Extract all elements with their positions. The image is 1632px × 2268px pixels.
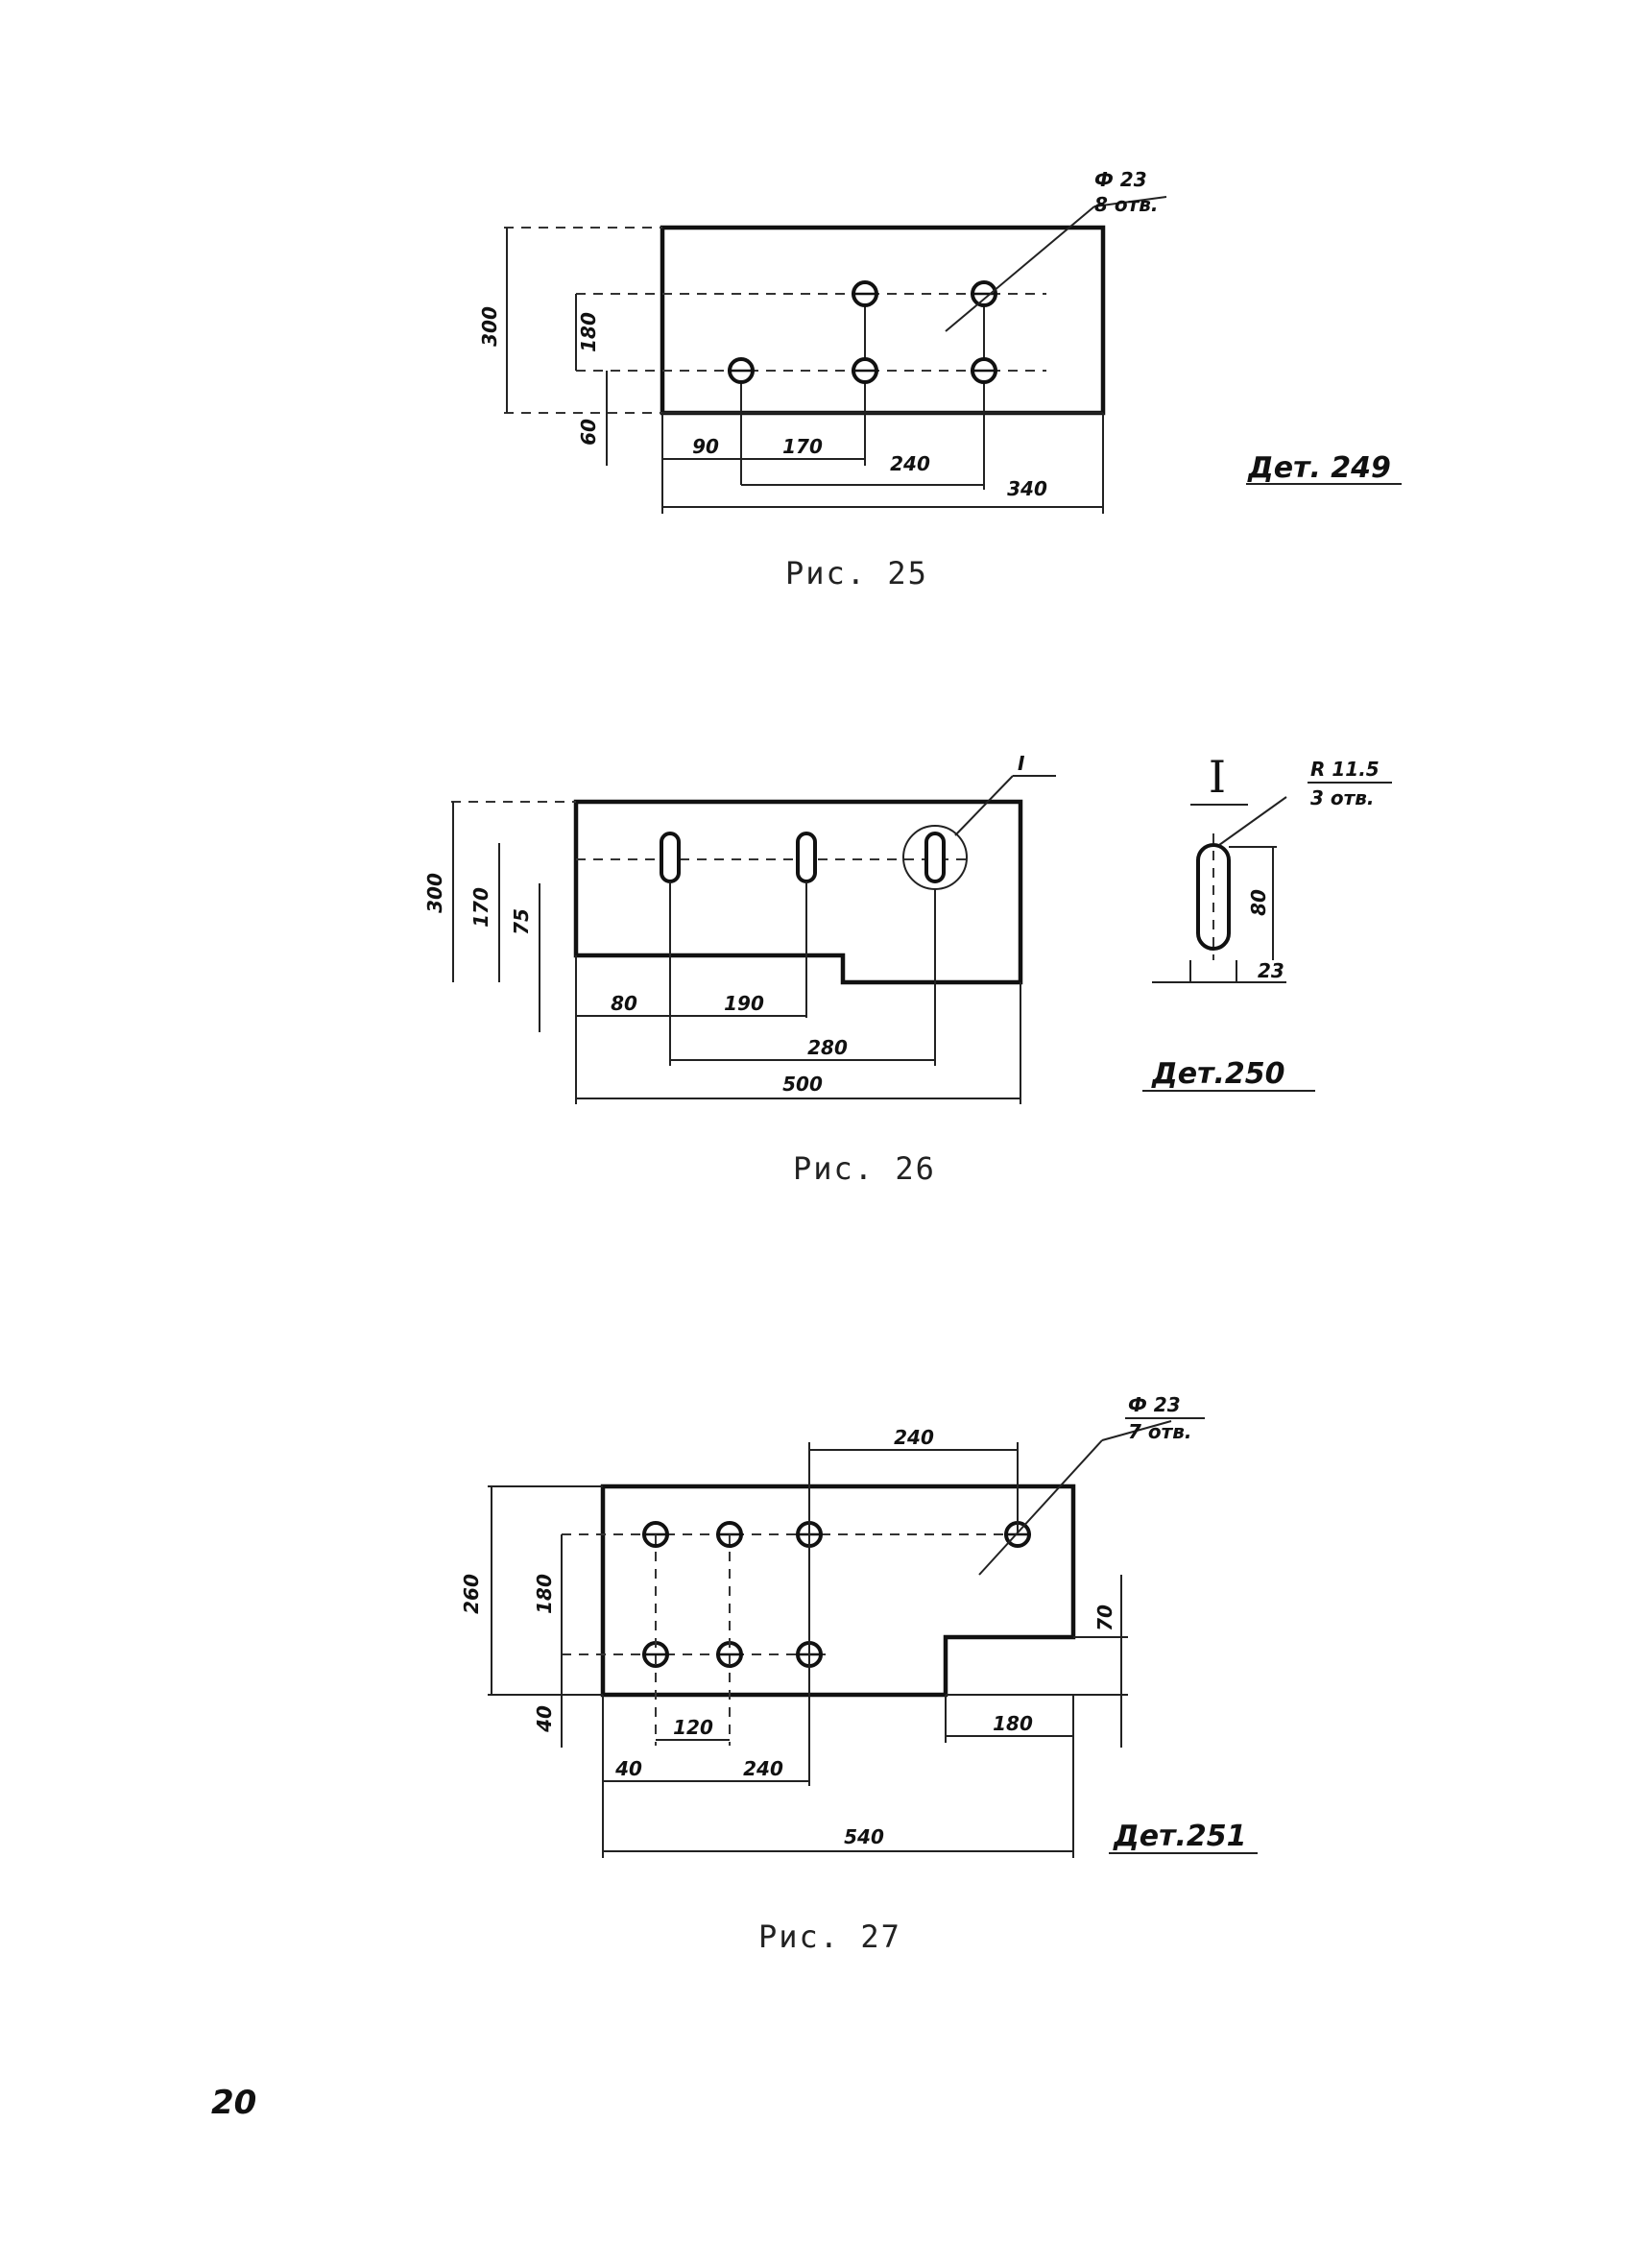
- figure-27-leader-line: [978, 1439, 1103, 1576]
- figure-27-dim-x3: 240: [743, 1757, 783, 1780]
- figure-26-dim-x1: 80: [611, 992, 637, 1015]
- figure-27-caption: Рис. 27: [758, 1918, 901, 1955]
- figure-25-dim-total: 340: [1007, 477, 1047, 500]
- figure-25-leader-count: 8 отв.: [1094, 193, 1158, 216]
- figure-26-dim-step-height: 75: [510, 908, 533, 935]
- figure-26-slot: [796, 832, 817, 883]
- figure-25-leader-line: [945, 205, 1095, 332]
- figure-26-detail-label: Дет.250: [1151, 1057, 1284, 1091]
- figure-27-dim-x1: 120: [673, 1716, 713, 1739]
- figure-25-leader-shelf: [1093, 196, 1167, 207]
- figure-27-leader-count: 7 отв.: [1128, 1420, 1191, 1443]
- figure-26-drawing: 300 170 75 80 190 280 500 I I 80 23: [423, 751, 1392, 1104]
- figure-26-dim-slot-length: 80: [1247, 889, 1270, 916]
- figure-27-plate-outline: [600, 1484, 1076, 1698]
- figure-25-dim-x3: 240: [890, 452, 930, 475]
- figure-26-view-label: I: [1209, 751, 1226, 803]
- figure-26-slot: [924, 832, 946, 883]
- figure-25-hole: [852, 357, 878, 384]
- figure-25-detail-label: Дет. 249: [1247, 451, 1391, 485]
- figure-27-dim-bottom-offset: 40: [533, 1705, 556, 1733]
- figure-26-slot: [660, 832, 681, 883]
- figure-25-dim-x2: 170: [782, 435, 823, 458]
- figure-27-dim-right-height: 70: [1093, 1604, 1116, 1631]
- figure-26-view-i: I 80 23 R 11.5 3 отв.: [1152, 751, 1392, 983]
- figure-27-leader-shelf: [1101, 1420, 1172, 1441]
- figure-27-detail-label: Дет.251: [1113, 1820, 1246, 1853]
- figure-25-dim-height: 300: [478, 306, 501, 347]
- figure-26-dim-x3: 280: [807, 1036, 848, 1059]
- figure-27-leader-diameter: Ф 23: [1128, 1393, 1181, 1416]
- figure-25-hole: [971, 357, 997, 384]
- figure-26-dim-total: 500: [782, 1073, 823, 1096]
- figure-26-dim-height: 300: [423, 873, 446, 913]
- figure-26-dim-x2: 190: [724, 992, 764, 1015]
- figure-25-hole: [971, 280, 997, 307]
- figure-26-leader-line: [954, 775, 1014, 836]
- figure-25-leader-diameter: Ф 23: [1094, 168, 1147, 191]
- page-number: 20: [211, 2084, 257, 2122]
- figure-26-leader-label: I: [1018, 752, 1025, 775]
- figure-25-dim-edge-offset: 60: [577, 419, 600, 446]
- figure-25-caption: Рис. 25: [785, 555, 928, 591]
- figure-25-dim-inner-height: 180: [577, 312, 600, 352]
- figure-27-drawing: 240 260 180 40 70 120 40 240 180 540 Ф 2…: [460, 1393, 1258, 1858]
- figure-26-caption: Рис. 26: [793, 1150, 936, 1187]
- figure-25-hole: [852, 280, 878, 307]
- figure-27-dim-total: 540: [844, 1825, 884, 1848]
- figure-27-dim-inner-height: 180: [533, 1574, 556, 1614]
- figure-26-dim-slot-width: 23: [1258, 959, 1284, 982]
- figure-27-dim-step-width: 180: [993, 1712, 1033, 1735]
- figure-26-slot-detail: [1196, 843, 1231, 951]
- figure-26-slot-size: R 11.5: [1310, 758, 1380, 781]
- figure-27-dim-top: 240: [894, 1426, 934, 1449]
- figure-26-plate-outline: [573, 799, 1023, 985]
- figure-25-drawing: 300 180 60 90 170 240 340 Ф 23 8 отв. Де…: [478, 168, 1402, 514]
- figure-27-hole: [716, 1521, 743, 1548]
- figure-26-slot-leader: [1218, 796, 1287, 846]
- figure-25-dim-x1: 90: [692, 435, 719, 458]
- figure-26-dim-inner-height: 170: [469, 887, 492, 928]
- figure-26-slot-count: 3 отв.: [1310, 786, 1374, 809]
- figure-25-hole: [728, 357, 755, 384]
- figure-27-dim-x2: 40: [614, 1757, 642, 1780]
- figure-27-dim-height: 260: [460, 1574, 483, 1614]
